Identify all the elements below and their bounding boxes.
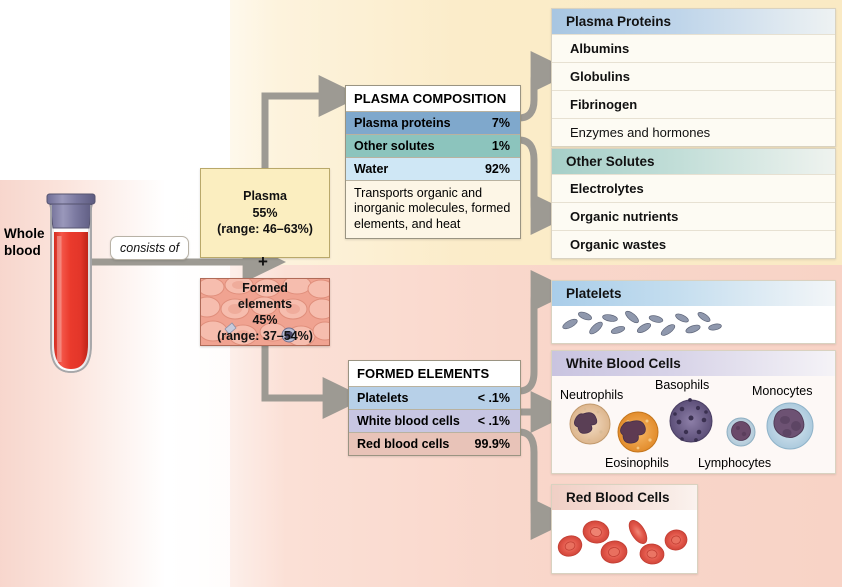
list-item: Albumins <box>552 34 835 62</box>
platelets-image <box>552 306 835 343</box>
rbc-smear-background <box>201 279 329 345</box>
row-value: 7% <box>491 116 510 130</box>
list-item: Organic wastes <box>552 230 835 258</box>
basophil-cell <box>669 398 713 443</box>
lymphocyte-cell <box>726 417 756 447</box>
white-blood-cells-panel: White Blood Cells <box>551 350 836 474</box>
list-item: Globulins <box>552 62 835 90</box>
plus-sign: + <box>258 252 268 271</box>
red-blood-cells-title: Red Blood Cells <box>552 485 697 510</box>
platelets-title: Platelets <box>552 281 835 306</box>
row-value: < .1% <box>477 414 510 428</box>
whole-blood-label: Whole blood <box>4 226 45 258</box>
formed-elements-title: FORMED ELEMENTS <box>349 361 520 386</box>
other-solutes-title: Other Solutes <box>552 149 835 174</box>
table-row: Water 92% <box>346 157 520 180</box>
cell-label-monocytes: Monocytes <box>752 384 813 398</box>
list-item: Electrolytes <box>552 174 835 202</box>
row-label: Plasma proteins <box>354 116 451 130</box>
row-value: 92% <box>484 162 510 176</box>
cell-label-lymphocytes: Lymphocytes <box>698 456 772 470</box>
table-row: Platelets < .1% <box>349 386 520 409</box>
formed-elements-box-label: Formed elements 45% (range: 37–54%) <box>217 280 313 344</box>
neutrophil-cell <box>569 403 611 445</box>
other-solutes-panel: Other Solutes Electrolytes Organic nutri… <box>551 148 836 259</box>
row-value: 99.9% <box>474 437 510 451</box>
table-row: Plasma proteins 7% <box>346 111 520 134</box>
table-row: White blood cells < .1% <box>349 409 520 432</box>
plasma-proteins-panel: Plasma Proteins Albumins Globulins Fibri… <box>551 8 836 147</box>
monocyte-cell <box>766 402 814 450</box>
cell-label-neutrophils: Neutrophils <box>560 388 624 402</box>
table-row: Other solutes 1% <box>346 134 520 157</box>
consists-of-label: consists of <box>110 236 190 260</box>
formed-elements-table: FORMED ELEMENTS Platelets < .1% White bl… <box>348 360 521 456</box>
left-white-background <box>0 0 230 200</box>
cell-label-basophils: Basophils <box>655 378 710 392</box>
row-label: Red blood cells <box>357 437 450 451</box>
plasma-composition-title: PLASMA COMPOSITION <box>346 86 520 111</box>
row-label: Other solutes <box>354 139 435 153</box>
row-value: < .1% <box>477 391 510 405</box>
plasma-composition-note: Transports organic and inorganic molecul… <box>346 180 520 238</box>
cell-label-eosinophils: Eosinophils <box>605 456 669 470</box>
white-blood-cells-title: White Blood Cells <box>552 351 835 376</box>
row-label: Water <box>354 162 389 176</box>
list-item: Organic nutrients <box>552 202 835 230</box>
platelets-panel: Platelets <box>551 280 836 344</box>
red-blood-cells-panel: Red Blood Cells <box>551 484 698 574</box>
formed-elements-box: Formed elements 45% (range: 37–54%) <box>200 278 330 346</box>
eosinophil-cell <box>617 411 659 453</box>
wbc-images: Neutrophils Basophils Monocytes Eosinoph… <box>552 376 835 473</box>
plasma-proteins-title: Plasma Proteins <box>552 9 835 34</box>
row-value: 1% <box>491 139 510 153</box>
list-item: Fibrinogen <box>552 90 835 118</box>
rbc-image <box>552 510 697 573</box>
list-item: Enzymes and hormones <box>552 118 835 146</box>
table-row: Red blood cells 99.9% <box>349 432 520 455</box>
row-label: Platelets <box>357 391 409 405</box>
row-label: White blood cells <box>357 414 460 428</box>
plasma-box: Plasma 55% (range: 46–63%) <box>200 168 330 258</box>
plasma-composition-table: PLASMA COMPOSITION Plasma proteins 7% Ot… <box>345 85 521 239</box>
